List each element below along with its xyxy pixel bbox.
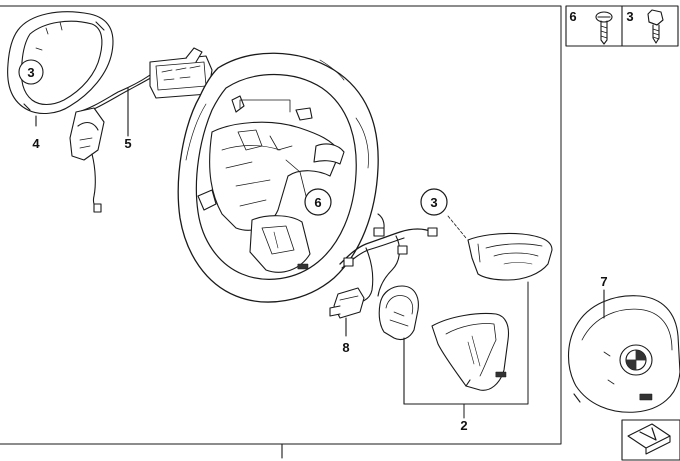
label-6b: 6 xyxy=(314,195,321,210)
label-3a: 3 xyxy=(27,65,34,80)
label-7: 7 xyxy=(600,274,607,289)
part-5-cable xyxy=(75,47,213,137)
part-4-trim-cover xyxy=(7,11,114,127)
label-3c: 3 xyxy=(626,9,633,24)
part-2-trim-left xyxy=(378,285,419,405)
diagram-frame xyxy=(0,5,562,445)
callout-3b xyxy=(420,188,448,216)
part-8-wiring-harness xyxy=(329,213,438,337)
callout-3a xyxy=(18,59,44,85)
part-2-bracket xyxy=(403,281,529,419)
screw-3-icon xyxy=(647,9,664,44)
callout-6b xyxy=(304,188,332,216)
label-3b: 3 xyxy=(430,195,437,210)
label-8: 8 xyxy=(342,340,349,355)
screw-6-icon xyxy=(595,11,613,45)
label-4: 4 xyxy=(32,136,40,151)
part-2-trim-center xyxy=(431,313,510,391)
part-7-airbag xyxy=(568,289,680,413)
orientation-arrow-icon xyxy=(621,419,680,461)
steering-wheel xyxy=(177,52,379,303)
part-3-trim-right xyxy=(467,232,553,281)
squib-connector xyxy=(69,107,105,213)
label-5: 5 xyxy=(124,136,131,151)
label-2: 2 xyxy=(460,418,467,433)
label-6a: 6 xyxy=(569,9,576,24)
